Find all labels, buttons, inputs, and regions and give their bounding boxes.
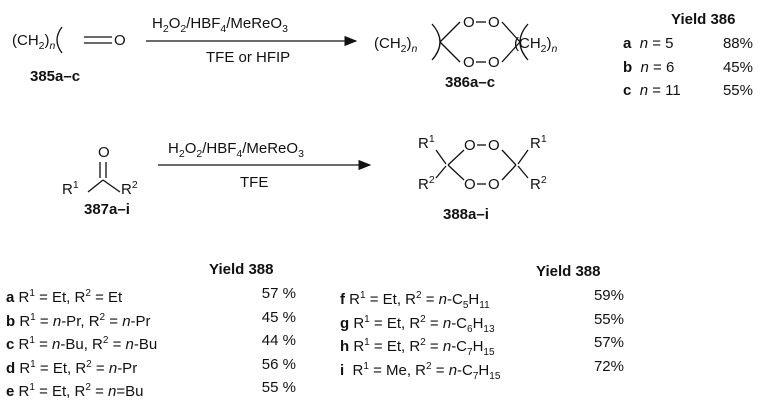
- table-row: f R1 = Et, R2 = n-C5H11 59%: [340, 287, 624, 311]
- reagents-1: H2O2/HBF4/MeReO3: [152, 15, 288, 35]
- right-ring-arc: [519, 23, 529, 61]
- label-385: 385a–c: [30, 68, 80, 85]
- label-386: 386a–c: [445, 74, 495, 91]
- table-row: b n = 6 45%: [623, 58, 753, 76]
- svg-text:O: O: [488, 14, 500, 31]
- table-row: h R1 = Et, R2 = n-C7H15 57%: [340, 334, 624, 358]
- label-388: 388a–i: [443, 206, 489, 223]
- table-row: c R1 = n-Bu, R2 = n-Bu 44 %: [6, 332, 296, 353]
- reagents-2: H2O2/HBF4/MeReO3: [168, 140, 304, 160]
- svg-text:O: O: [98, 144, 110, 161]
- table-row: c n = 11 55%: [623, 82, 753, 99]
- svg-text:O: O: [464, 137, 476, 154]
- reactant-387: O R1 R2: [62, 144, 138, 198]
- product-388: R1 R2 O O O O R1 R2: [418, 133, 547, 193]
- svg-text:R2: R2: [530, 174, 547, 193]
- solvent-1: TFE or HFIP: [206, 49, 290, 66]
- svg-text:R2: R2: [121, 179, 138, 198]
- svg-text:O: O: [463, 54, 475, 71]
- svg-text:O: O: [114, 32, 126, 49]
- svg-text:R2: R2: [418, 174, 435, 193]
- left-ring-arc: [431, 23, 441, 61]
- ring-arc: [56, 26, 63, 54]
- svg-text:R1: R1: [530, 133, 547, 152]
- yield-header-388-right: Yield 388: [536, 263, 601, 280]
- yield-header-388-left: Yield 388: [209, 261, 274, 278]
- solvent-2: TFE: [240, 174, 268, 191]
- yield-header-386: Yield 386: [671, 11, 736, 28]
- reactant-385: (CH2)n O: [12, 26, 126, 54]
- svg-text:O: O: [488, 137, 500, 154]
- svg-text:O: O: [463, 14, 475, 31]
- label-387: 387a–i: [84, 201, 130, 218]
- svg-text:O: O: [464, 176, 476, 193]
- table-row: b R1 = n-Pr, R2 = n-Pr 45 %: [6, 308, 296, 330]
- table-row: a R1 = Et, R2 = Et 57 %: [6, 285, 296, 306]
- table-row: d R1 = Et, R2 = n-Pr 56 %: [6, 355, 296, 377]
- svg-text:R1: R1: [62, 179, 79, 198]
- svg-text:R1: R1: [418, 133, 435, 152]
- svg-text:O: O: [488, 54, 500, 71]
- svg-text:(CH2)n: (CH2)n: [514, 35, 558, 55]
- svg-text:(CH2)n: (CH2)n: [12, 32, 56, 52]
- table-row: e R1 = Et, R2 = n=Bu 55 %: [6, 379, 296, 400]
- table-row: a n = 5 88%: [623, 35, 753, 52]
- product-386: (CH2)n O O O O (CH2)n: [374, 14, 558, 71]
- table-row: g R1 = Et, R2 = n-C6H13 55%: [340, 310, 624, 335]
- svg-text:O: O: [488, 176, 500, 193]
- table-row: i R1 = Me, R2 = n-C7H15 72%: [340, 357, 624, 382]
- svg-text:(CH2)n: (CH2)n: [374, 35, 418, 55]
